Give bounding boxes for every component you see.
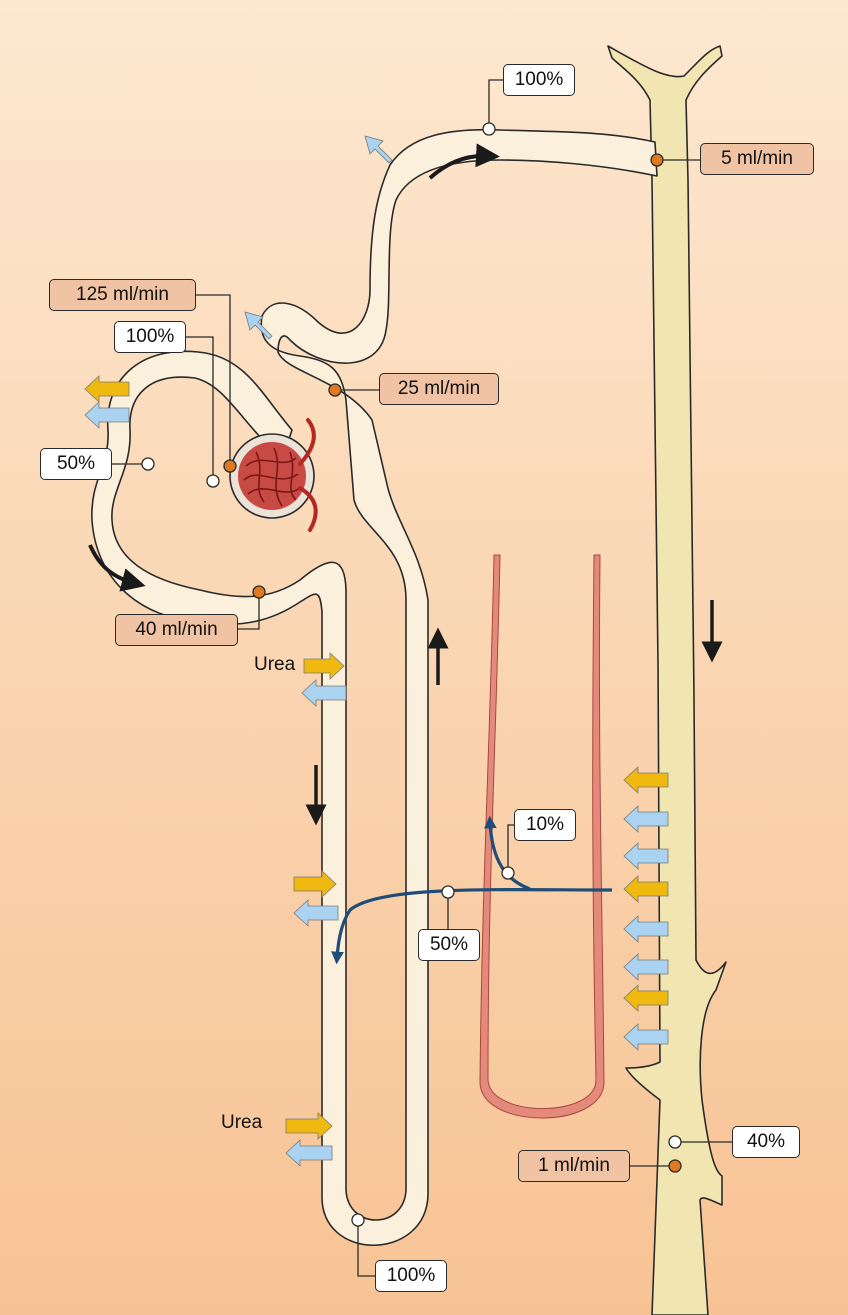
collecting-duct-rate-label-top: 5 ml/min: [700, 143, 814, 175]
measurement-point-proximal-pct: [142, 458, 154, 470]
measurement-point-collecting-rate: [669, 1160, 681, 1172]
loop-bottom-percent-label: 100%: [375, 1260, 447, 1292]
measurement-point-top: [483, 123, 495, 135]
urea-label-upper: Urea: [254, 654, 295, 676]
top-percent-label: 100%: [503, 64, 575, 96]
proximal-tubule-rate-label: 40 ml/min: [115, 614, 238, 646]
collecting-duct-rate-label-bottom: 1 ml/min: [518, 1150, 630, 1182]
proximal-tubule-percent-label: 50%: [40, 448, 112, 480]
measurement-point-interstitium: [442, 886, 454, 898]
glomerulus-percent-label: 100%: [114, 321, 186, 353]
measurement-point-loop: [352, 1214, 364, 1226]
measurement-point-collecting-pct: [669, 1136, 681, 1148]
urea-label-lower: Urea: [221, 1112, 262, 1134]
measurement-point-vasa: [502, 867, 514, 879]
glomerulus-rate-label: 125 ml/min: [49, 279, 196, 311]
interstitium-percent-label: 50%: [418, 929, 480, 961]
vasa-recta-percent-label: 10%: [514, 809, 576, 841]
distal-tubule-rate-label: 25 ml/min: [379, 373, 499, 405]
measurement-point-collecting-top: [651, 154, 663, 166]
collecting-duct-percent-label: 40%: [732, 1126, 800, 1158]
measurement-point-proximal-rate: [253, 586, 265, 598]
measurement-point-distal: [329, 384, 341, 396]
measurement-point-glomerulus-pct: [207, 475, 219, 487]
measurement-point-glomerulus-rate: [224, 460, 236, 472]
